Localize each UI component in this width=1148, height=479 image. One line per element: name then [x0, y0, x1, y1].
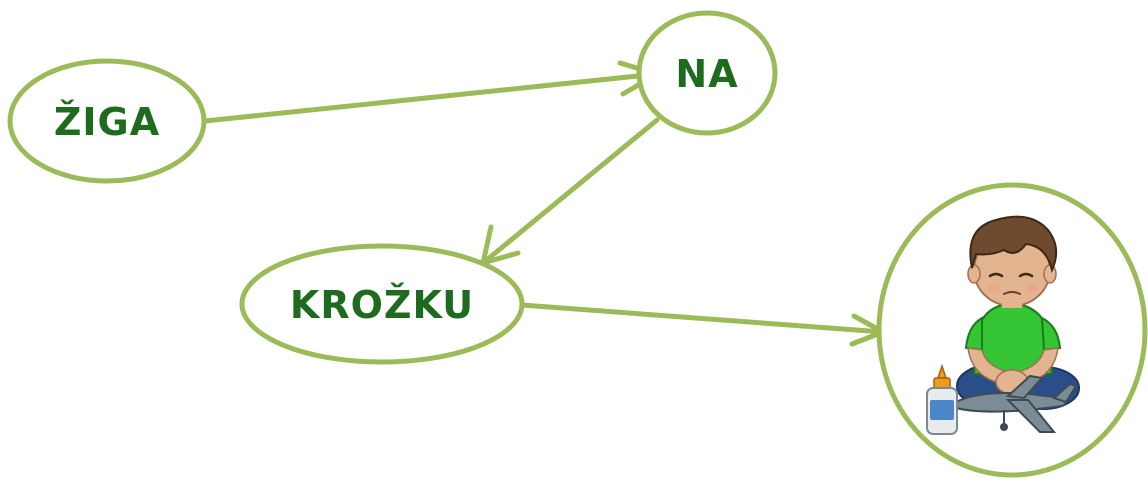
node-na-ellipse	[636, 10, 778, 136]
edge-krozku-to-picture	[519, 302, 886, 347]
node-na-label: NA	[675, 52, 738, 96]
boy-building-model-airplane-with-glue-icon	[955, 215, 1080, 433]
node-krozku-label: KROŽKU	[290, 283, 474, 327]
node-ziga-ellipse	[7, 58, 207, 184]
glue-bottle-icon	[926, 363, 958, 435]
edge-ziga-to-na	[202, 60, 660, 124]
node-ziga-label: ŽIGA	[54, 100, 160, 144]
model-airplane-icon	[955, 374, 1078, 433]
node-krozku: KROŽKU	[239, 243, 525, 365]
node-na: NA	[636, 10, 778, 136]
node-ziga: ŽIGA	[7, 58, 207, 184]
edge-na-to-krozku	[480, 117, 660, 266]
node-picture	[876, 182, 1148, 478]
node-krozku-ellipse	[239, 243, 525, 365]
